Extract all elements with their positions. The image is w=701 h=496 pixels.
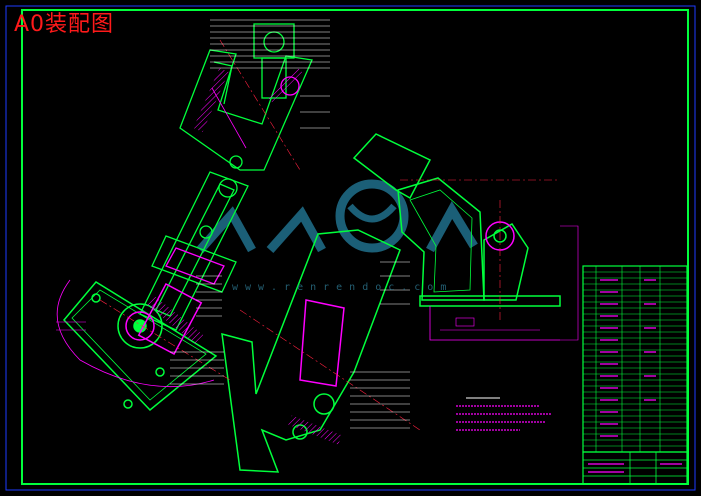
company-watermark-logo [196, 179, 478, 253]
drawing-title: A0装配图 [14, 12, 115, 37]
technical-notes [456, 397, 552, 431]
lower-base-plate [56, 279, 218, 412]
part-leader-lines [170, 19, 410, 429]
lower-right-arm [221, 229, 401, 473]
dimension-lines [56, 225, 579, 341]
title-block [582, 451, 688, 485]
center-lines [99, 39, 421, 431]
right-side-view [352, 133, 561, 341]
parts-list-table [582, 265, 688, 453]
watermark-url: www.renrendoc.com [232, 282, 454, 293]
drawing-frame [5, 5, 696, 491]
upper-clamp-assembly [179, 23, 313, 171]
